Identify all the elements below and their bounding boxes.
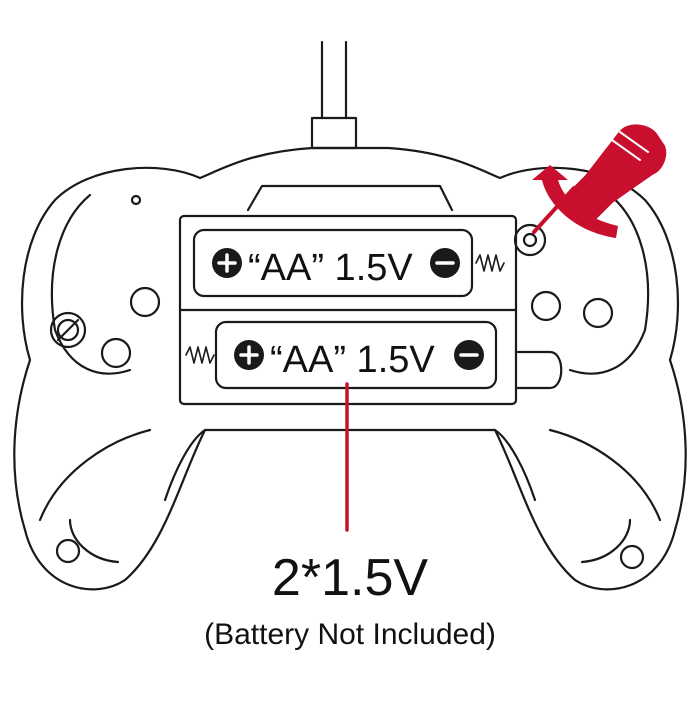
battery-1 [192, 228, 505, 298]
battery-1-label: “AA” 1.5V [248, 247, 413, 289]
right-grip [493, 193, 662, 564]
screwdriver-icon [532, 124, 667, 234]
battery-2-plus-icon [234, 340, 264, 370]
battery-2-minus-icon [454, 340, 484, 370]
rotate-arrow-icon [532, 165, 618, 238]
controller-top-shelf [246, 184, 454, 212]
battery-1-plus-icon [212, 248, 242, 278]
battery-2-label: “AA” 1.5V [270, 339, 435, 381]
battery-note: (Battery Not Included) [204, 618, 496, 651]
left-grip [38, 193, 207, 564]
right-grip-button [619, 544, 645, 570]
left-button-bottom [100, 337, 132, 369]
battery-2 [185, 320, 498, 390]
right-button-mid [582, 297, 614, 329]
right-slider [516, 350, 563, 390]
screw-left-top [130, 194, 142, 206]
left-grip-button [55, 538, 81, 564]
voltage-caption: 2*1.5V [271, 549, 429, 607]
left-joystick [49, 311, 87, 349]
right-button-top [530, 290, 562, 322]
left-button-top [129, 286, 161, 318]
cable [310, 40, 358, 150]
battery-1-minus-icon [430, 248, 460, 278]
